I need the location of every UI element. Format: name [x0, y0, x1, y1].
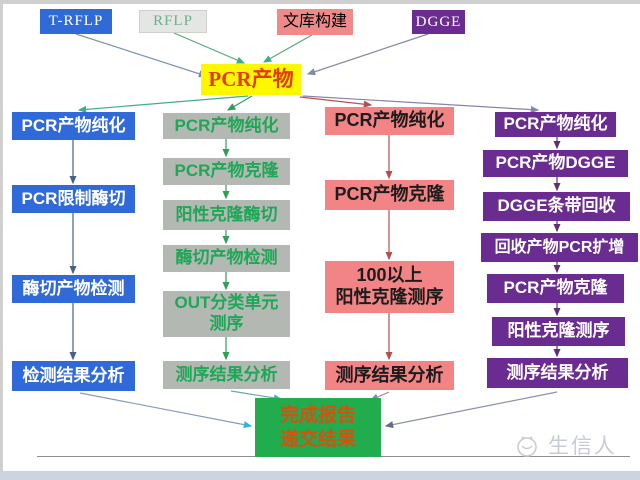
col2-step-otu-sequencing: OUT分类单元 测序	[163, 291, 290, 337]
col3-step-analyze: 测序结果分析	[325, 361, 454, 390]
bottom-edge-strip	[0, 471, 640, 480]
col4-step-dgge: PCR产物DGGE	[483, 150, 628, 177]
col4-step-analyze: 测序结果分析	[487, 358, 628, 388]
col3-step-100plus-sequencing: 100以上 阳性克隆测序	[325, 261, 454, 313]
node-final-report: 完成报告 递交结果	[255, 398, 381, 457]
col2-step-detect: 酶切产物检测	[163, 245, 290, 272]
col4-step-purify: PCR产物纯化	[495, 112, 616, 137]
node-rflp: RFLP	[139, 10, 207, 33]
col1-step-purify: PCR产物纯化	[12, 112, 135, 140]
col3-step-purify: PCR产物纯化	[325, 107, 454, 135]
watermark: 生信人	[512, 430, 617, 460]
node-dgge: DGGE	[412, 10, 465, 34]
col2-step-clone-digest: 阳性克隆酶切	[163, 200, 290, 230]
col4-step-clone: PCR产物克隆	[487, 274, 624, 303]
col3-step-clone: PCR产物克隆	[325, 180, 454, 210]
col1-step-detect: 酶切产物检测	[12, 275, 135, 303]
col1-step-digest: PCR限制酶切	[12, 185, 135, 213]
col4-step-clone-sequencing: 阳性克隆测序	[492, 317, 625, 346]
top-edge-strip	[0, 0, 640, 4]
col2-step-purify: PCR产物纯化	[163, 113, 290, 139]
node-t-rflp: T-RFLP	[40, 9, 112, 34]
col2-step-analyze: 测序结果分析	[163, 361, 290, 389]
watermark-text: 生信人	[548, 434, 617, 458]
col4-step-band-recovery: DGGE条带回收	[483, 192, 630, 221]
col2-step-clone: PCR产物克隆	[163, 158, 290, 185]
node-library-construction: 文库构建	[277, 9, 353, 35]
col4-step-pcr-amplify: 回收产物PCR扩增	[481, 233, 638, 262]
left-edge-strip	[0, 0, 3, 472]
col1-step-analyze: 检测结果分析	[12, 361, 135, 391]
node-pcr-product: PCR产物	[201, 64, 301, 95]
smiley-icon	[517, 436, 537, 457]
